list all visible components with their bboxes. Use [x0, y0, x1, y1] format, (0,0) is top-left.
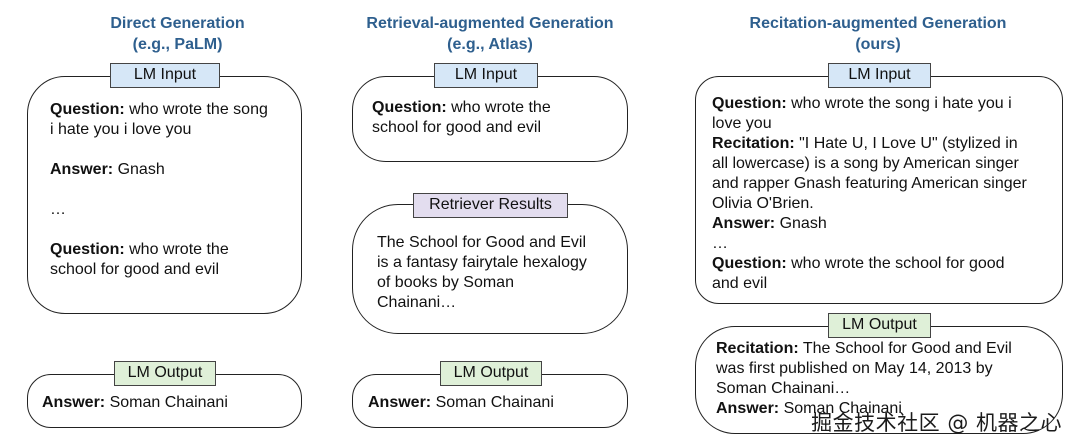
col2-input-panel [352, 76, 628, 162]
col1-out-label: Answer: [42, 394, 106, 411]
col1-q2-cont: school for good and evil [50, 261, 219, 278]
col3-r-label: Recitation: [712, 135, 795, 152]
col3-q1-cont: love you [712, 115, 772, 132]
col3-q1-label: Question: [712, 95, 787, 112]
col2-ret-line-2: is a fantasy fairytale hexalogy [377, 254, 587, 271]
col1-q2-label: Question: [50, 241, 125, 258]
col2-title: Retrieval-augmented Generation (e.g., At… [345, 13, 635, 55]
col2-output-text: Answer: Soman Chainani [368, 393, 554, 413]
col1-title-line1: Direct Generation [110, 15, 245, 32]
col1-input-panel [27, 76, 302, 314]
col2-q-cont: school for good and evil [372, 119, 541, 136]
col3-title-line2: (ours) [855, 36, 901, 53]
col2-q-label: Question: [372, 99, 447, 116]
col2-output-tag: LM Output [440, 361, 542, 386]
col2-out-label: Answer: [368, 394, 432, 411]
col2-ret-line-4: Chainani… [377, 294, 457, 311]
col3-out-r-text: The School for Good and Evil [798, 340, 1012, 357]
col1-output-text: Answer: Soman Chainani [42, 393, 228, 413]
col1-title: Direct Generation (e.g., PaLM) [60, 13, 295, 55]
col3-output-text: Recitation: The School for Good and Evil… [716, 339, 1012, 419]
col3-q2-label: Question: [712, 255, 787, 272]
col3-r-cont-2: and rapper Gnash featuring American sing… [712, 175, 1027, 192]
col2-output-panel [352, 374, 628, 428]
col2-retriever-text: The School for Good and Evil is a fantas… [377, 233, 587, 313]
col3-output-tag: LM Output [828, 313, 931, 338]
col3-q2-cont: and evil [712, 275, 768, 292]
col1-q1-cont: i hate you i love you [50, 121, 192, 138]
col1-ellipsis: … [50, 201, 66, 218]
col2-input-tag: LM Input [434, 63, 538, 88]
col2-out-text: Soman Chainani [431, 394, 554, 411]
col3-ellipsis: … [712, 235, 728, 252]
watermark: 掘金技术社区 @ 机器之心 [811, 411, 1062, 435]
col3-out-a-text: Soman Chainani [779, 400, 902, 417]
col3-input-text: Question: who wrote the song i hate you … [712, 94, 1027, 294]
col2-retriever-panel [352, 204, 628, 334]
col1-q1-label: Question: [50, 101, 125, 118]
col1-q1-text: who wrote the song [124, 101, 268, 118]
col3-out-r-cont-1: was first published on May 14, 2013 by [716, 360, 993, 377]
col3-out-a-label: Answer: [716, 400, 780, 417]
col3-a-text: Gnash [775, 215, 827, 232]
col2-ret-line-3: of books by Soman [377, 274, 514, 291]
col1-a1-label: Answer: [50, 161, 114, 178]
col1-input-text: Question: who wrote the song i hate you … [50, 100, 268, 280]
col3-output-panel [695, 326, 1063, 434]
col1-a1-text: Gnash [113, 161, 165, 178]
col2-ret-line-1: The School for Good and Evil [377, 234, 587, 251]
col3-q1-text: who wrote the song i hate you i [786, 95, 1012, 112]
col3-title-line1: Recitation-augmented Generation [749, 15, 1007, 32]
col1-output-tag: LM Output [114, 361, 216, 386]
col3-a-label: Answer: [712, 215, 776, 232]
col2-q-text: who wrote the [446, 99, 551, 116]
col3-q2-text: who wrote the school for good [786, 255, 1005, 272]
col3-r-text: "I Hate U, I Love U" (stylized in [794, 135, 1018, 152]
col1-input-tag: LM Input [110, 63, 220, 88]
col3-input-tag: LM Input [828, 63, 931, 88]
col1-title-line2: (e.g., PaLM) [132, 36, 223, 53]
col2-retriever-tag: Retriever Results [413, 193, 568, 218]
col2-input-text: Question: who wrote the school for good … [372, 98, 551, 138]
col3-out-r-cont-2: Soman Chainani… [716, 380, 851, 397]
col3-r-cont-3: Olivia O'Brien. [712, 195, 814, 212]
col3-r-cont-1: all lowercase) is a song by American sin… [712, 155, 1019, 172]
col1-out-text: Soman Chainani [105, 394, 228, 411]
col1-q2-text: who wrote the [124, 241, 229, 258]
col2-title-line2: (e.g., Atlas) [447, 36, 533, 53]
col3-input-panel [695, 76, 1063, 304]
col2-title-line1: Retrieval-augmented Generation [366, 15, 614, 32]
col3-title: Recitation-augmented Generation (ours) [733, 13, 1023, 55]
col3-out-r-label: Recitation: [716, 340, 799, 357]
